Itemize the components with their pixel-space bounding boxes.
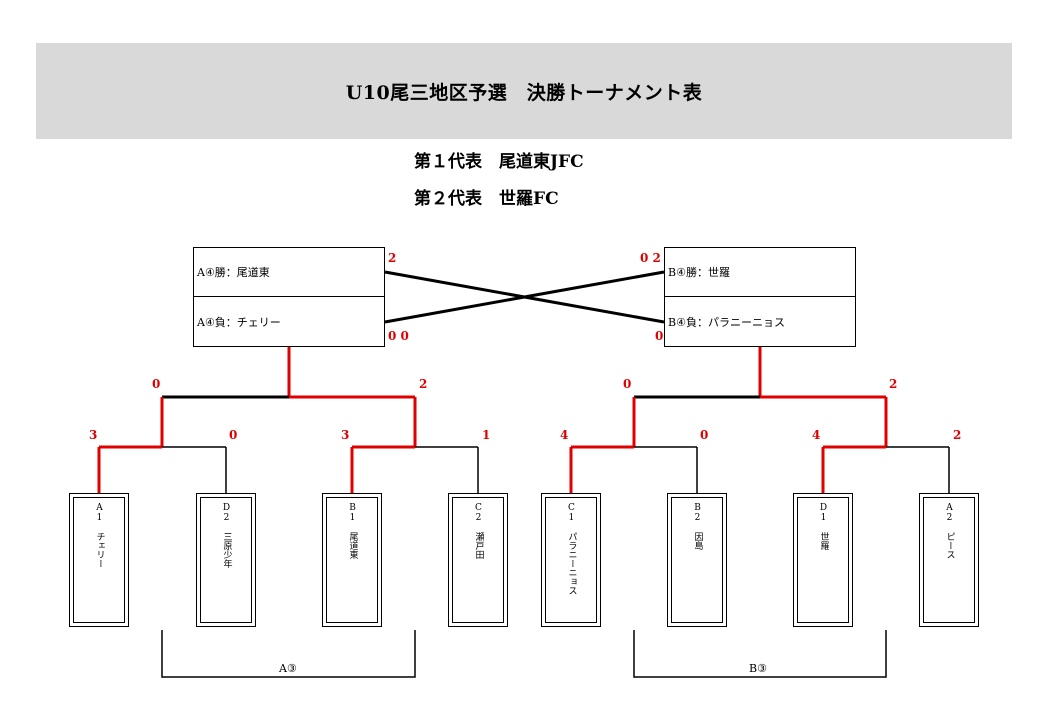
- second-representative: 第２代表 世羅FC: [414, 189, 559, 209]
- score-r1-d2: 0: [229, 428, 238, 442]
- final-left-winner: A④勝：尾道東: [194, 248, 384, 297]
- final-box-right: B④勝：世羅 B④負：パラニーニョス: [664, 247, 856, 347]
- score-r1-b1: 3: [341, 428, 350, 442]
- team-box-a1: A1 チェリー: [69, 493, 129, 627]
- team-c2-label: C2 瀬戸田: [473, 503, 484, 559]
- final-right-winner: B④勝：世羅: [665, 248, 855, 297]
- team-d2-label: D2 三原少年: [221, 503, 232, 568]
- final-box-left: A④勝：尾道東 A④負：チェリー: [193, 247, 385, 347]
- team-box-c2: C2 瀬戸田: [448, 493, 508, 627]
- team-a2-label: A2 ピース: [944, 503, 955, 559]
- title-band: U10尾三地区予選 決勝トーナメント表: [36, 43, 1012, 139]
- team-a1-label: A1 チェリー: [94, 503, 105, 568]
- group-b-label: B③: [749, 662, 767, 675]
- team-box-d2: D2 三原少年: [196, 493, 256, 627]
- team-b2-label: B2 因島: [692, 503, 703, 550]
- team-c1-label: C1 パラニーニョス: [566, 503, 577, 595]
- team-box-c1: C1 パラニーニョス: [541, 493, 601, 627]
- first-representative: 第１代表 尾道東JFC: [414, 152, 584, 172]
- score-r1-a1: 3: [89, 428, 98, 442]
- score-final-right-top: 0 2: [640, 251, 661, 265]
- score-final-left-top: 2: [388, 251, 397, 265]
- score-sf-right-l: 0: [623, 377, 632, 391]
- score-sf-left-l: 0: [152, 377, 161, 391]
- score-final-left-bottom: 0 0: [388, 329, 409, 343]
- page-title: U10尾三地区予選 決勝トーナメント表: [345, 81, 703, 104]
- final-right-loser: B④負：パラニーニョス: [668, 315, 785, 329]
- score-r1-d1: 4: [812, 428, 821, 442]
- team-box-b2: B2 因島: [667, 493, 727, 627]
- score-r1-c1: 4: [560, 428, 569, 442]
- team-d1-label: D1 世羅: [818, 503, 829, 550]
- score-sf-right-r: 2: [889, 377, 898, 391]
- score-r1-a2: 2: [953, 428, 962, 442]
- score-r1-b2: 0: [700, 428, 709, 442]
- cross-line-2: [384, 270, 665, 324]
- group-b-bracket: [633, 630, 887, 678]
- team-box-b1: B1 尾道東: [322, 493, 382, 627]
- team-box-a2: A2 ピース: [919, 493, 979, 627]
- team-b1-label: B1 尾道東: [347, 503, 358, 559]
- score-final-right-bottom: 0: [655, 329, 664, 343]
- group-a-bracket: [161, 630, 416, 678]
- team-box-d1: D1 世羅: [793, 493, 853, 627]
- final-left-loser: A④負：チェリー: [197, 315, 281, 329]
- score-sf-left-r: 2: [419, 377, 428, 391]
- score-r1-c2: 1: [482, 428, 491, 442]
- group-a-label: A③: [279, 662, 297, 675]
